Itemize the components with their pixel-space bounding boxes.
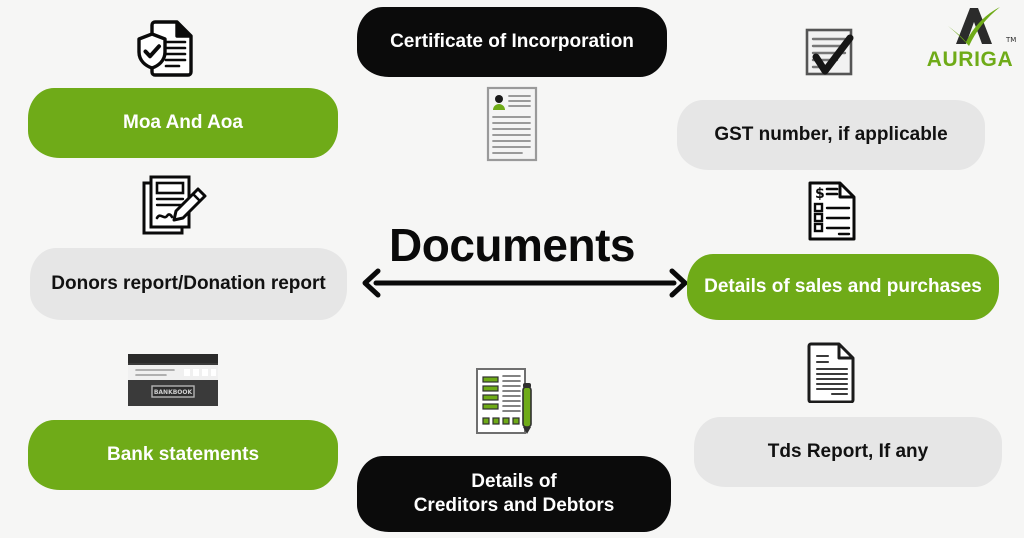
- double-headed-arrow-icon: [362, 268, 688, 298]
- pill-creditors-label-line2: Creditors and Debtors: [413, 495, 615, 516]
- pill-details-of-sales-and-purchases-label: Details of sales and purchases: [704, 276, 982, 298]
- pill-gst-number-label: GST number, if applicable: [714, 124, 948, 146]
- pill-moa-and-aoa[interactable]: Moa And Aoa: [28, 88, 338, 158]
- document-shield-check-icon: [133, 14, 199, 80]
- trademark-mark: TM: [1005, 36, 1016, 44]
- auriga-logo: TM AURIGA: [918, 4, 1022, 74]
- bankbook-label: BANKBOOK: [154, 389, 193, 396]
- pill-certificate-of-incorporation-label: Certificate of Incorporation: [390, 31, 634, 53]
- page-title: Documents: [389, 219, 635, 271]
- checklist-form-pen-icon: [474, 366, 538, 438]
- pill-creditors-label-line1: Details of: [471, 471, 557, 493]
- pill-moa-and-aoa-label: Moa And Aoa: [123, 112, 243, 134]
- pill-donors-report-label: Donors report/Donation report: [51, 273, 326, 295]
- pill-gst-number[interactable]: GST number, if applicable: [677, 100, 985, 170]
- document-person-profile-icon: [484, 85, 540, 163]
- pill-details-of-creditors-and-debtors[interactable]: Details of Creditors and Debtors: [357, 456, 671, 532]
- bankbook-icon: BANKBOOK: [126, 352, 220, 408]
- auriga-wordmark: AURIGA: [926, 48, 1014, 71]
- pill-donors-report[interactable]: Donors report/Donation report: [30, 248, 347, 320]
- pill-bank-statements-label: Bank statements: [106, 444, 260, 466]
- svg-text:$: $: [815, 186, 825, 202]
- pill-bank-statements[interactable]: Bank statements: [28, 420, 338, 490]
- pill-tds-report-label: Tds Report, If any: [767, 441, 929, 463]
- signed-document-pen-icon: [140, 174, 210, 238]
- pill-details-of-sales-and-purchases[interactable]: Details of sales and purchases: [687, 254, 999, 320]
- pill-certificate-of-incorporation[interactable]: Certificate of Incorporation: [357, 7, 667, 77]
- auriga-a-checkmark-logo: TM: [948, 7, 1016, 46]
- pill-tds-report[interactable]: Tds Report, If any: [694, 417, 1002, 487]
- invoice-dollar-icon: $: [806, 180, 858, 242]
- document-lines-icon: [806, 341, 858, 403]
- checklist-checkmark-icon: [802, 26, 858, 80]
